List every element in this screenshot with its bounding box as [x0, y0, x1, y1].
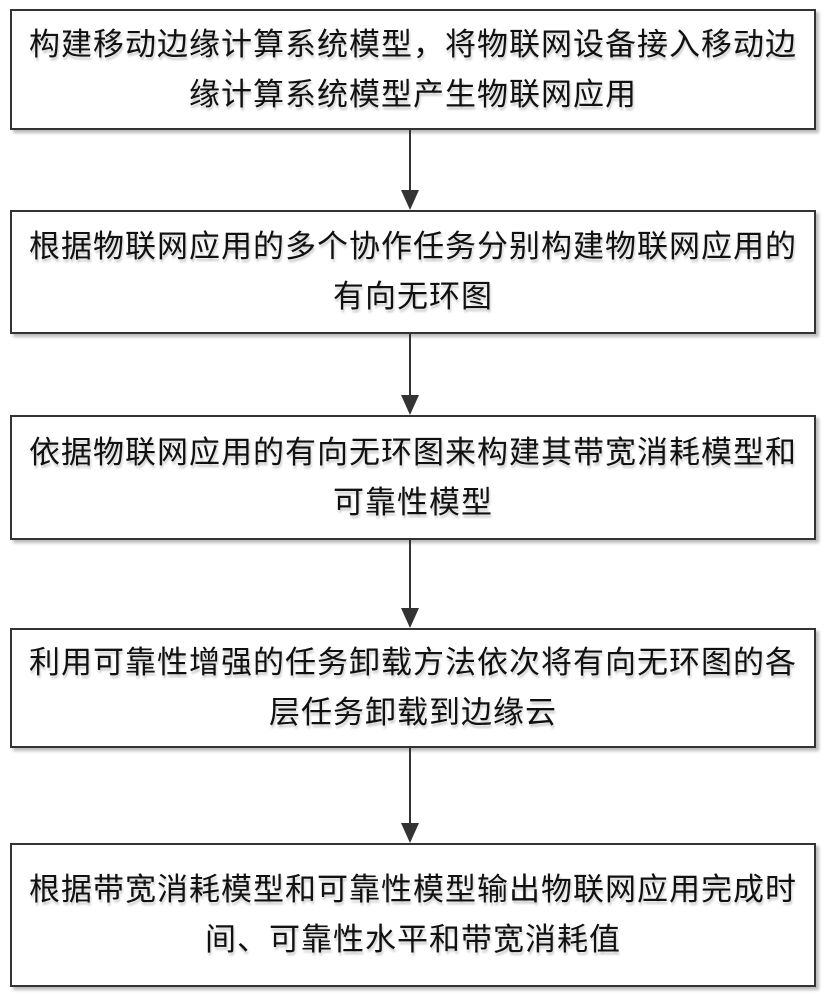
step-5-text: 根据带宽消耗模型和可靠性模型输出物联网应用完成时间、可靠性水平和带宽消耗值: [29, 872, 797, 958]
step-3-text: 依据物联网应用的有向无环图来构建其带宽消耗模型和可靠性模型: [29, 434, 797, 521]
arrow-2-3: [401, 334, 419, 415]
arrow-3-4: [401, 540, 419, 628]
step-1-box: 构建移动边缘计算系统模型，将物联网设备接入移动边缘计算系统模型产生物联网应用: [10, 9, 816, 130]
step-1-text: 构建移动边缘计算系统模型，将物联网设备接入移动边缘计算系统模型产生物联网应用: [29, 26, 797, 113]
arrow-1-2: [401, 130, 419, 210]
step-2-box: 根据物联网应用的多个协作任务分别构建物联网应用的有向无环图: [10, 210, 816, 334]
step-4-text: 利用可靠性增强的任务卸载方法依次将有向无环图的各层任务卸载到边缘云: [29, 645, 797, 731]
arrow-4-5: [401, 748, 419, 843]
step-5-box: 根据带宽消耗模型和可靠性模型输出物联网应用完成时间、可靠性水平和带宽消耗值: [10, 843, 816, 987]
step-4-box: 利用可靠性增强的任务卸载方法依次将有向无环图的各层任务卸载到边缘云: [10, 628, 816, 748]
step-2-text: 根据物联网应用的多个协作任务分别构建物联网应用的有向无环图: [29, 229, 797, 315]
step-3-box: 依据物联网应用的有向无环图来构建其带宽消耗模型和可靠性模型: [10, 415, 816, 540]
